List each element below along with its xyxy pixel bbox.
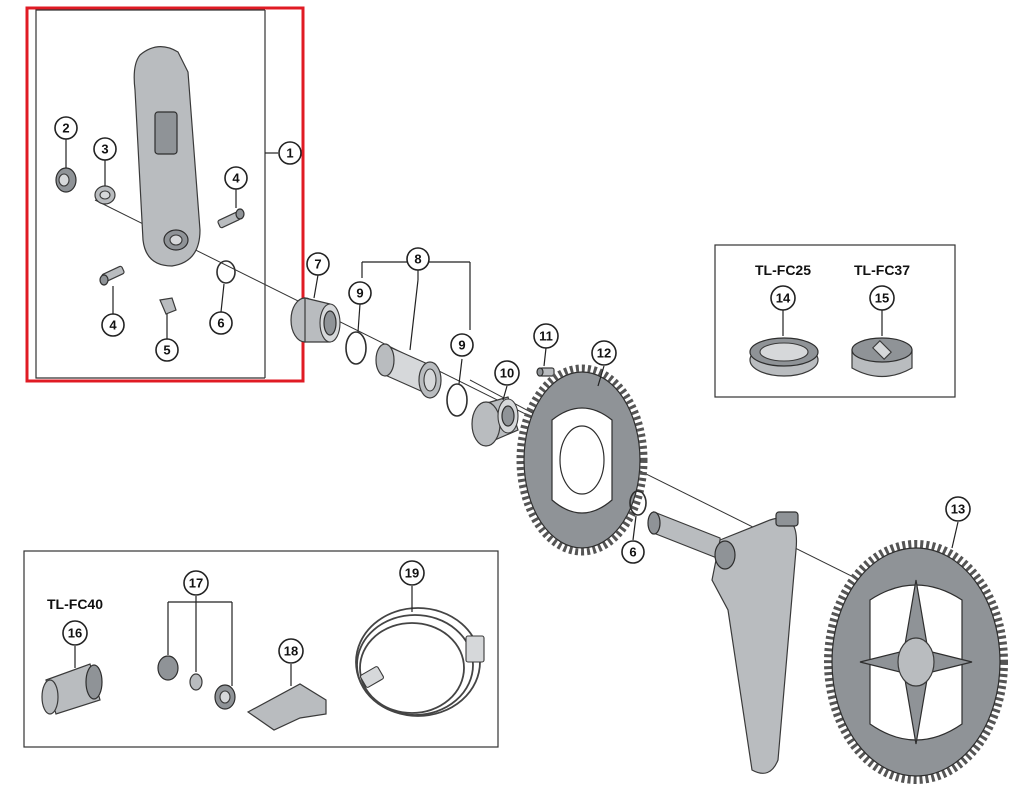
svg-text:10: 10 xyxy=(500,366,514,381)
leader-6-right xyxy=(632,515,637,541)
callout-16: 16 xyxy=(62,620,88,646)
callout-1: 1 xyxy=(278,141,302,165)
inner-cover-sleeve xyxy=(375,343,442,399)
crank-bolt-lower xyxy=(99,265,125,286)
svg-text:8: 8 xyxy=(414,252,421,267)
svg-text:15: 15 xyxy=(875,291,889,306)
callout-11: 11 xyxy=(533,323,559,349)
svg-text:1: 1 xyxy=(286,146,293,161)
callout-6-right: 6 xyxy=(621,540,645,564)
svg-text:3: 3 xyxy=(101,142,108,157)
tool-box-fc25-fc37 xyxy=(714,244,956,398)
cover-set xyxy=(157,655,236,710)
o-ring-right xyxy=(629,490,647,516)
tool-tl-fc37 xyxy=(851,337,913,377)
svg-text:5: 5 xyxy=(163,343,170,358)
svg-text:11: 11 xyxy=(539,329,553,344)
stopper-plate xyxy=(159,297,177,315)
callout-14: 14 xyxy=(770,285,796,311)
chainring-bolt xyxy=(536,367,555,377)
callout-18: 18 xyxy=(278,638,304,664)
callout-9-right: 9 xyxy=(450,333,474,357)
svg-text:6: 6 xyxy=(629,545,636,560)
leader-6-left xyxy=(220,283,225,313)
leader-12 xyxy=(597,365,605,387)
svg-text:19: 19 xyxy=(405,566,419,581)
callout-2: 2 xyxy=(54,116,78,140)
right-crank-arm xyxy=(647,511,799,774)
callout-7: 7 xyxy=(306,252,330,276)
callout-12: 12 xyxy=(591,340,617,366)
leader-13 xyxy=(951,521,959,549)
tool-label-tl-fc37: TL-FC37 xyxy=(854,262,910,278)
svg-text:17: 17 xyxy=(189,576,203,591)
svg-text:13: 13 xyxy=(951,502,965,517)
callout-13: 13 xyxy=(945,496,971,522)
tool-box-fc40-accessories xyxy=(23,550,499,748)
tool-label-tl-fc25: TL-FC25 xyxy=(755,262,811,278)
callout-17: 17 xyxy=(183,570,209,596)
leader-10 xyxy=(502,385,508,401)
svg-text:9: 9 xyxy=(356,286,363,301)
outer-chainring xyxy=(824,540,1008,784)
usb-cable xyxy=(355,607,485,717)
crank-bolt-upper xyxy=(217,208,245,229)
highlight-frame-left-crank xyxy=(25,6,305,383)
svg-text:2: 2 xyxy=(62,121,69,136)
svg-text:18: 18 xyxy=(284,644,298,659)
callout-6-left: 6 xyxy=(209,311,233,335)
svg-text:4: 4 xyxy=(109,318,117,333)
callout-3: 3 xyxy=(93,137,117,161)
o-ring-left xyxy=(216,260,236,284)
callout-4-upper: 4 xyxy=(224,166,248,190)
callout-19: 19 xyxy=(399,560,425,586)
spacer-ring-left xyxy=(345,331,367,365)
callout-4-lower: 4 xyxy=(101,313,125,337)
cap-ring xyxy=(94,185,116,205)
tool-tl-fc25 xyxy=(749,337,819,377)
callout-8: 8 xyxy=(406,247,430,271)
spacer-ring-right xyxy=(446,383,468,417)
tool-tl-fc40 xyxy=(41,663,103,715)
group-bracket-left-crank xyxy=(35,9,265,379)
left-crank-arm xyxy=(133,46,201,267)
callout-10: 10 xyxy=(494,360,520,386)
svg-text:14: 14 xyxy=(776,291,791,306)
crank-cap xyxy=(55,167,77,193)
adapter-plate xyxy=(246,683,327,731)
leader-9-left xyxy=(357,303,361,333)
svg-text:4: 4 xyxy=(232,171,240,186)
svg-text:9: 9 xyxy=(458,338,465,353)
leader-9-right xyxy=(458,358,463,385)
svg-text:7: 7 xyxy=(314,257,321,272)
callout-5: 5 xyxy=(155,338,179,362)
leader-11 xyxy=(543,347,547,367)
leader-7 xyxy=(313,274,319,299)
svg-text:16: 16 xyxy=(68,626,82,641)
bb-cup-right xyxy=(471,396,519,447)
bb-cup-left xyxy=(290,297,341,343)
tool-label-tl-fc40: TL-FC40 xyxy=(47,596,103,612)
leader-17-bracket xyxy=(167,596,233,686)
callout-15: 15 xyxy=(869,285,895,311)
svg-text:12: 12 xyxy=(597,346,611,361)
svg-text:6: 6 xyxy=(217,316,224,331)
callout-9-left: 9 xyxy=(348,281,372,305)
inner-chainring xyxy=(516,364,648,556)
